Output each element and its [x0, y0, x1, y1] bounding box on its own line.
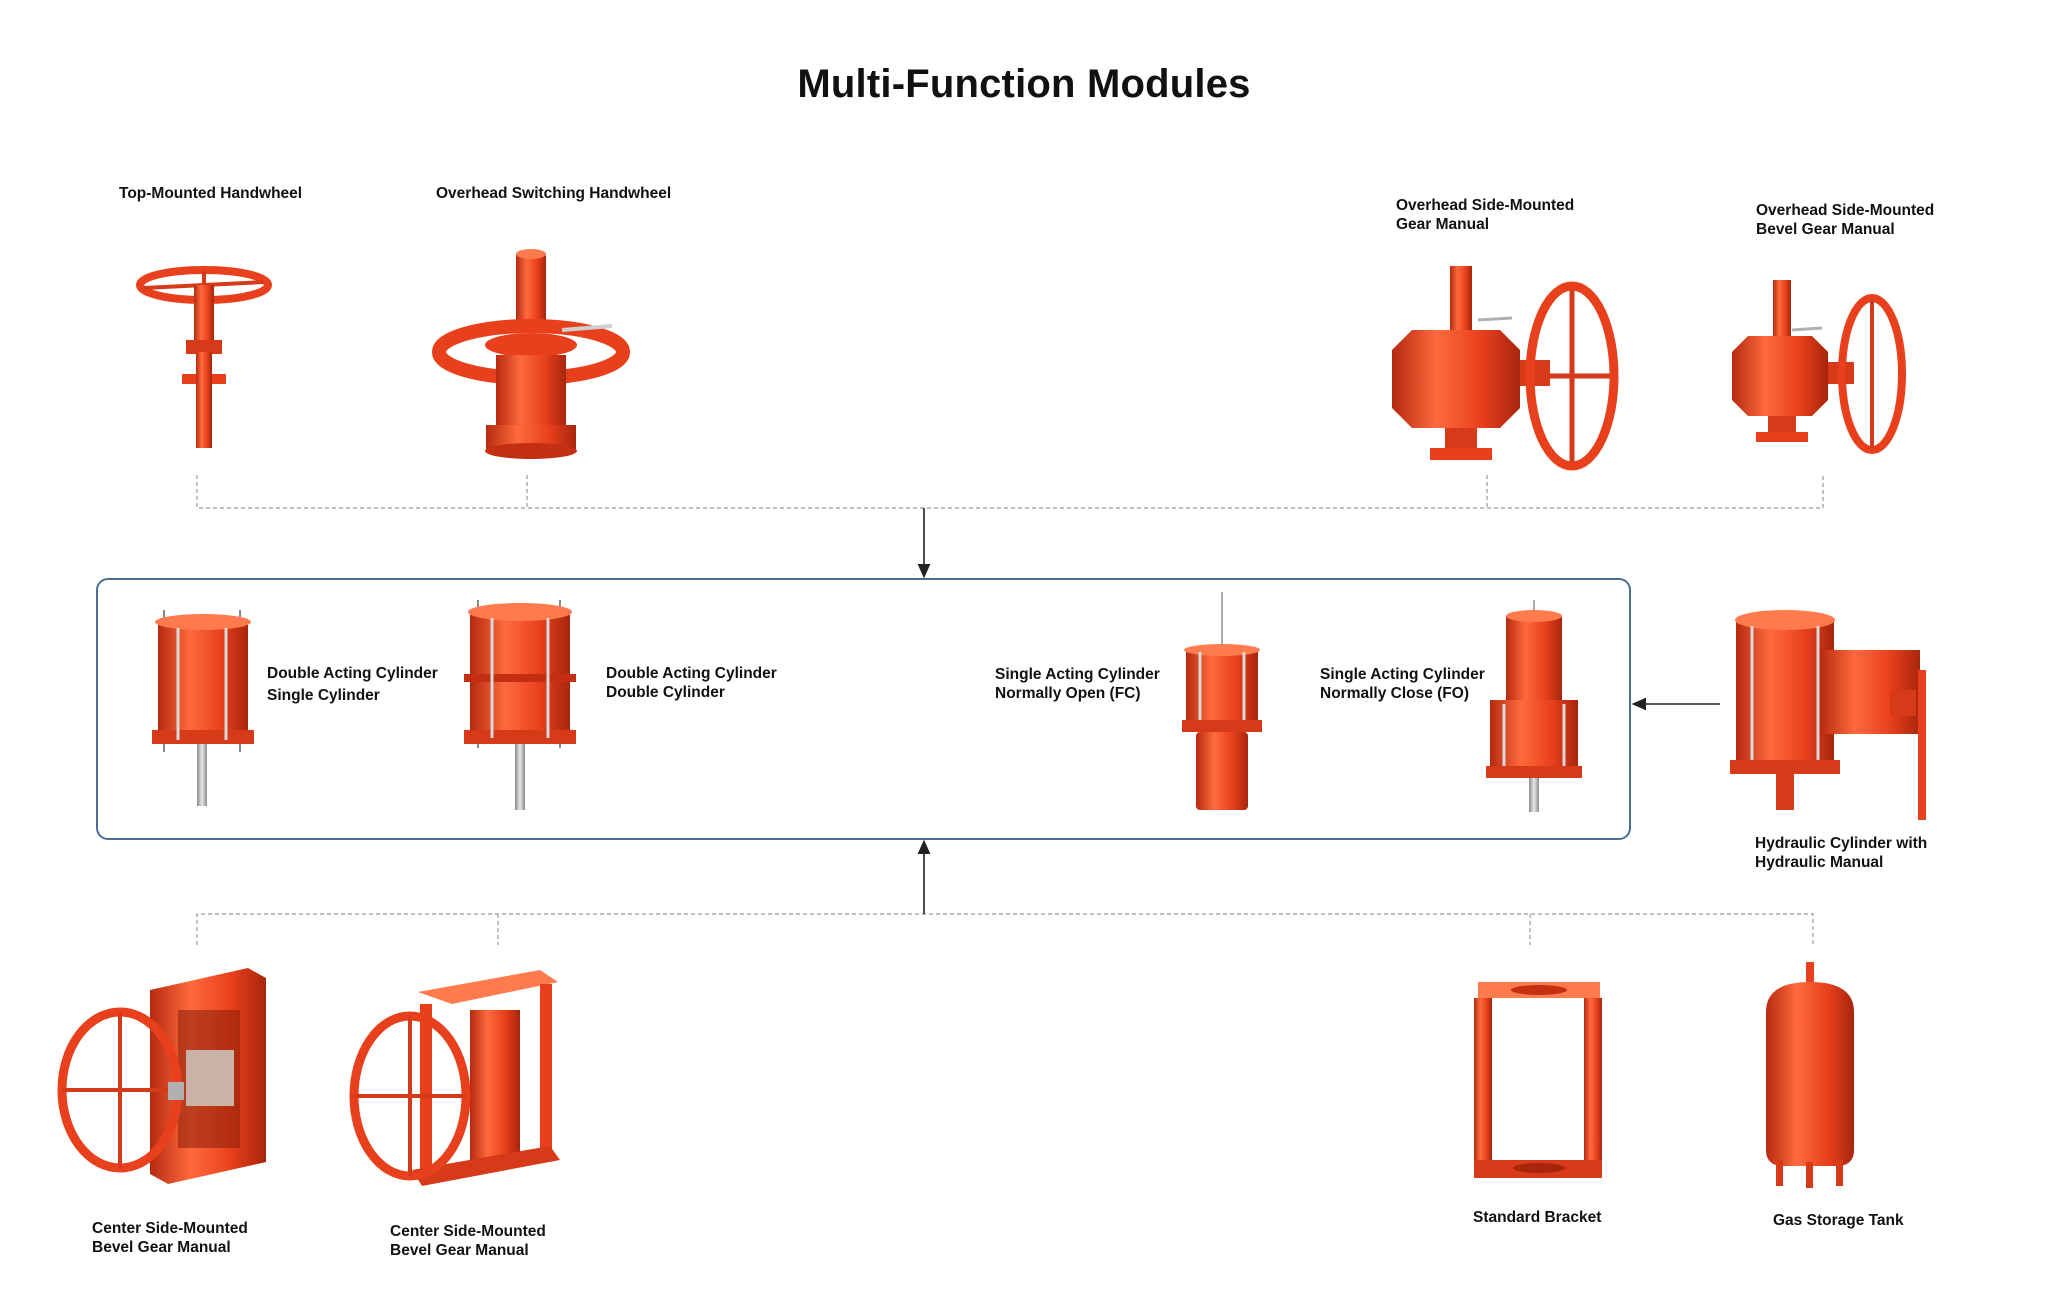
spring-cylinder-icon: [1182, 592, 1262, 810]
cylinder-icon: [152, 610, 254, 806]
handwheel-icon: [136, 266, 272, 448]
bracket-icon: [1474, 982, 1602, 1178]
label-overhead-side-bevel: Overhead Side-Mounted Bevel Gear Manual: [1756, 202, 1935, 238]
label-double-acting-single: Double Acting Cylinder Single Cylinder: [267, 665, 438, 704]
bevel-gear-manual-icon: [1732, 280, 1906, 454]
label-single-acting-fc: Single Acting Cylinder Normally Open (FC…: [995, 666, 1160, 702]
label-standard-bracket: Standard Bracket: [1473, 1209, 1602, 1226]
gearbox-handwheel-icon: [57, 968, 266, 1184]
gearbox-handwheel-icon: [349, 970, 560, 1186]
label-top-mounted-handwheel: Top-Mounted Handwheel: [119, 185, 303, 202]
label-hydraulic-cylinder: Hydraulic Cylinder with Hydraulic Manual: [1755, 835, 1928, 871]
label-overhead-side-gear: Overhead Side-Mounted Gear Manual: [1396, 197, 1575, 233]
bottom-connector: [196, 913, 1814, 945]
cylinder-icon: [464, 600, 576, 810]
page-title: Multi-Function Modules: [797, 62, 1251, 106]
label-double-acting-double: Double Acting Cylinder Double Cylinder: [606, 665, 777, 701]
spring-cylinder-icon: [1486, 600, 1582, 812]
label-single-acting-fo: Single Acting Cylinder Normally Close (F…: [1320, 666, 1485, 702]
gas-tank-icon: [1766, 962, 1854, 1188]
label-center-side-bevel-2: Center Side-Mounted Bevel Gear Manual: [390, 1223, 546, 1259]
cylinder-group-frame: [96, 578, 1631, 840]
label-center-side-bevel-1: Center Side-Mounted Bevel Gear Manual: [92, 1220, 248, 1256]
label-overhead-switching-handwheel: Overhead Switching Handwheel: [436, 185, 672, 202]
switching-handwheel-icon: [432, 249, 630, 459]
top-connector: [196, 475, 1824, 509]
label-gas-storage-tank: Gas Storage Tank: [1773, 1212, 1904, 1229]
hydraulic-cylinder-icon: [1730, 610, 1926, 820]
gear-manual-icon: [1392, 266, 1619, 471]
